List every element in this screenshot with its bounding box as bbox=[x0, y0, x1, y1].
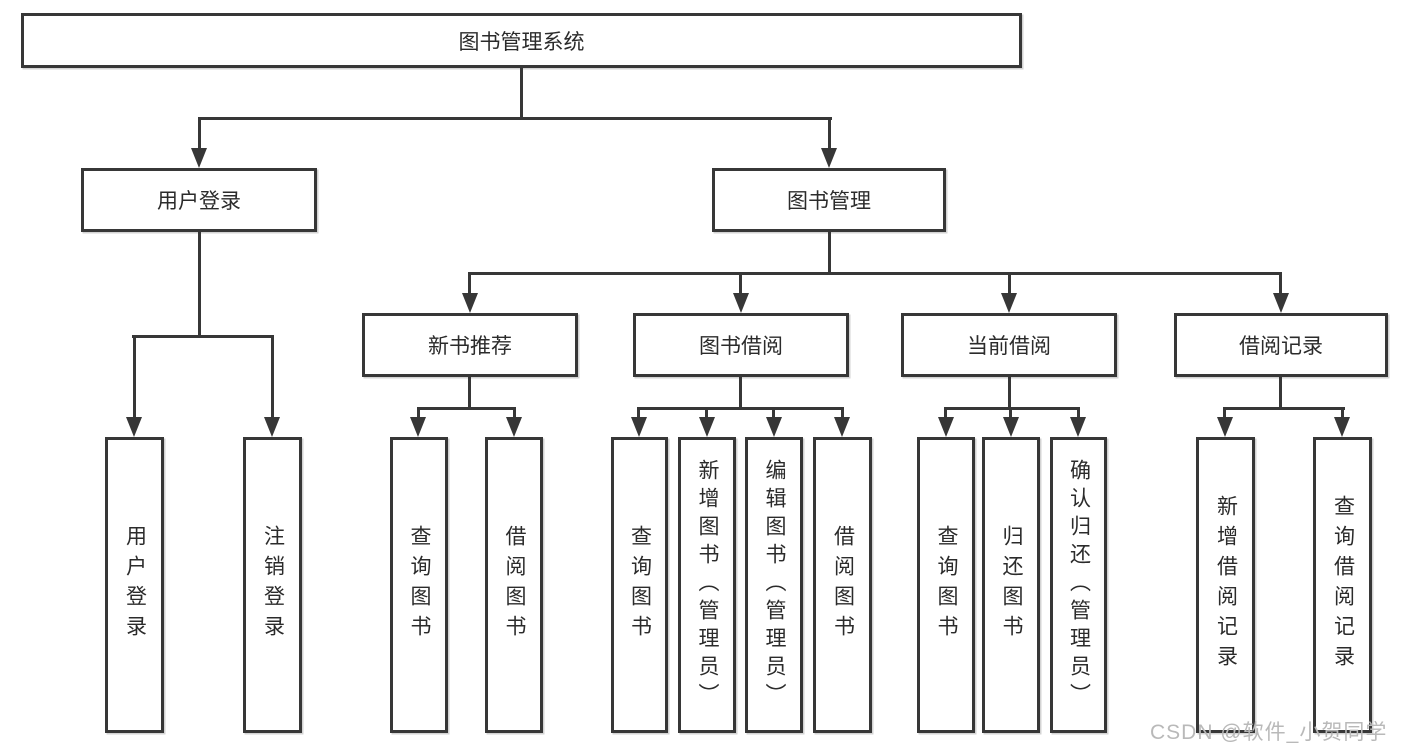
leaf-query-books-borrowing: 查询图书 bbox=[611, 437, 668, 733]
connector-line bbox=[637, 407, 640, 420]
arrowhead bbox=[1217, 417, 1233, 437]
node-label: 查询借阅记录 bbox=[1331, 495, 1355, 675]
leaf-query-books-current: 查询图书 bbox=[917, 437, 975, 733]
node-label: 查询图书 bbox=[408, 525, 432, 645]
arrowhead bbox=[264, 417, 280, 437]
node-label: 借阅图书 bbox=[831, 525, 855, 645]
connector-line bbox=[520, 68, 523, 120]
connector-line bbox=[271, 335, 274, 420]
connector-line bbox=[1341, 407, 1344, 420]
connector-line bbox=[772, 407, 775, 420]
connector-line bbox=[828, 117, 831, 152]
connector-line bbox=[198, 232, 201, 338]
connector-line bbox=[739, 377, 742, 410]
node-label: 借阅图书 bbox=[503, 525, 527, 645]
node-label: 借阅记录 bbox=[1239, 335, 1323, 358]
arrowhead bbox=[191, 148, 207, 168]
connector-line bbox=[1223, 407, 1345, 410]
connector-line bbox=[739, 272, 742, 296]
arrowhead bbox=[821, 148, 837, 168]
node-user-login: 用户登录 bbox=[81, 168, 317, 232]
node-label: 查询图书 bbox=[935, 525, 959, 645]
node-label: 图书管理 bbox=[787, 190, 871, 213]
csdn-watermark: CSDN @软件_小贺同学 bbox=[1150, 721, 1388, 744]
leaf-borrow-books-recommend: 借阅图书 bbox=[485, 437, 543, 733]
connector-line bbox=[198, 117, 201, 152]
arrowhead bbox=[699, 417, 715, 437]
connector-line bbox=[1279, 377, 1282, 410]
node-label: 用户登录 bbox=[157, 190, 241, 213]
connector-line bbox=[841, 407, 844, 420]
leaf-return-books: 归还图书 bbox=[982, 437, 1040, 733]
arrowhead bbox=[1070, 417, 1086, 437]
arrowhead bbox=[938, 417, 954, 437]
connector-line bbox=[1077, 407, 1080, 420]
arrowhead bbox=[126, 417, 142, 437]
connector-line bbox=[513, 407, 516, 420]
connector-line bbox=[468, 377, 471, 410]
node-label: 注销登录 bbox=[261, 525, 285, 645]
connector-line bbox=[468, 272, 1282, 275]
arrowhead bbox=[1334, 417, 1350, 437]
node-label: 查询图书 bbox=[628, 525, 652, 645]
leaf-add-borrow-record: 新增借阅记录 bbox=[1196, 437, 1255, 733]
node-label: 新增图书（管理员） bbox=[696, 459, 720, 711]
connector-line bbox=[417, 407, 516, 410]
leaf-query-books-recommend: 查询图书 bbox=[390, 437, 448, 733]
node-library-management-system: 图书管理系统 bbox=[21, 13, 1022, 68]
node-label: 新增借阅记录 bbox=[1214, 495, 1238, 675]
connector-line bbox=[705, 407, 708, 420]
connector-line bbox=[1008, 377, 1011, 410]
connector-line bbox=[828, 232, 831, 275]
arrowhead bbox=[733, 293, 749, 313]
arrowhead bbox=[1273, 293, 1289, 313]
arrowhead bbox=[410, 417, 426, 437]
node-label: 用户登录 bbox=[123, 525, 147, 645]
arrowhead bbox=[1001, 293, 1017, 313]
arrowhead bbox=[1003, 417, 1019, 437]
node-current-borrowing: 当前借阅 bbox=[901, 313, 1117, 377]
arrowhead bbox=[631, 417, 647, 437]
node-label: 确认归还（管理员） bbox=[1067, 459, 1091, 711]
arrowhead bbox=[506, 417, 522, 437]
connector-line bbox=[1279, 272, 1282, 296]
leaf-user-login: 用户登录 bbox=[105, 437, 164, 733]
arrowhead bbox=[462, 293, 478, 313]
connector-line bbox=[198, 117, 832, 120]
node-book-management: 图书管理 bbox=[712, 168, 946, 232]
connector-line bbox=[1009, 407, 1012, 420]
leaf-edit-books-admin: 编辑图书（管理员） bbox=[745, 437, 803, 733]
leaf-logout: 注销登录 bbox=[243, 437, 302, 733]
node-new-book-recommendation: 新书推荐 bbox=[362, 313, 578, 377]
connector-line bbox=[1223, 407, 1226, 420]
connector-line bbox=[944, 407, 947, 420]
arrowhead bbox=[834, 417, 850, 437]
leaf-query-borrow-record: 查询借阅记录 bbox=[1313, 437, 1372, 733]
leaf-confirm-return-admin: 确认归还（管理员） bbox=[1050, 437, 1107, 733]
connector-line bbox=[944, 407, 1080, 410]
connector-line bbox=[637, 407, 844, 410]
leaf-borrow-books: 借阅图书 bbox=[813, 437, 872, 733]
connector-line bbox=[133, 335, 136, 420]
node-label: 新书推荐 bbox=[428, 335, 512, 358]
node-borrowing-records: 借阅记录 bbox=[1174, 313, 1388, 377]
node-label: 归还图书 bbox=[1000, 525, 1024, 645]
node-label: 当前借阅 bbox=[967, 335, 1051, 358]
node-label: 图书管理系统 bbox=[458, 30, 585, 54]
leaf-add-books-admin: 新增图书（管理员） bbox=[678, 437, 736, 733]
connector-line bbox=[417, 407, 420, 420]
connector-line bbox=[468, 272, 471, 296]
node-label: 编辑图书（管理员） bbox=[763, 459, 787, 711]
node-book-borrowing: 图书借阅 bbox=[633, 313, 849, 377]
arrowhead bbox=[766, 417, 782, 437]
connector-line bbox=[1008, 272, 1011, 296]
connector-line bbox=[132, 335, 274, 338]
node-label: 图书借阅 bbox=[699, 335, 783, 358]
